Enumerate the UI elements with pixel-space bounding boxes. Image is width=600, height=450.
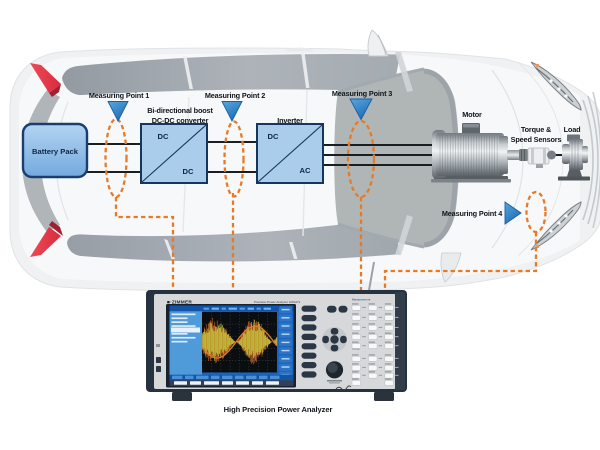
svg-text:DC-DC converter: DC-DC converter [152,116,209,125]
svg-text:Torque &: Torque & [521,125,552,134]
svg-text:Battery Pack: Battery Pack [32,147,79,156]
svg-text:DC: DC [183,167,194,176]
svg-text:Measuring Point 1: Measuring Point 1 [89,91,149,100]
svg-text:Motor: Motor [462,110,482,119]
svg-text:Measurement: Measurement [352,298,371,302]
svg-text:DC: DC [158,132,169,141]
svg-text:High Precision Power Analyzer: High Precision Power Analyzer [224,405,333,414]
svg-text:Inverter: Inverter [277,116,303,125]
svg-text:Measuring Point 2: Measuring Point 2 [205,91,265,100]
svg-text:Speed Sensors: Speed Sensors [511,135,562,144]
svg-text:Measuring Point 4: Measuring Point 4 [442,209,503,218]
svg-text:■·ZIMMER: ■·ZIMMER [167,300,192,306]
svg-text:Measuring Point 3: Measuring Point 3 [332,89,392,98]
svg-text:Precision Power Analyzer LM: Precision Power Analyzer LMG671 [254,300,301,304]
svg-text:Bi-directional boost: Bi-directional boost [147,106,213,115]
svg-text:AC: AC [300,166,311,175]
svg-text:Load: Load [564,125,581,134]
svg-text:DC: DC [268,132,279,141]
